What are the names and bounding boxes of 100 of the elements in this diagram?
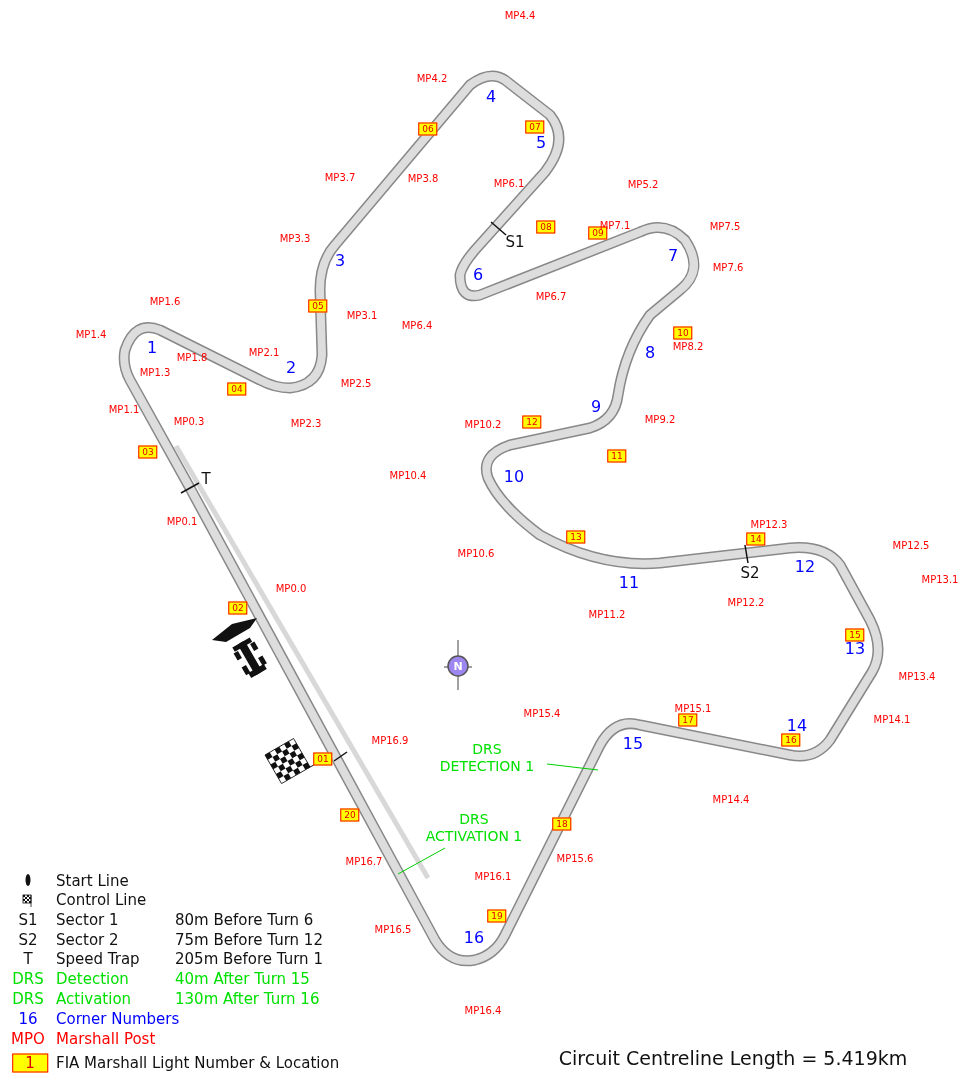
marshal-post-label: MP1.8	[176, 353, 208, 363]
legend-text: 75m Before Turn 12	[175, 932, 323, 948]
corner-number: 15	[622, 736, 644, 752]
marshal-light-tag: 11	[607, 449, 627, 463]
legend-text: Speed Trap	[56, 951, 140, 967]
timing-line-label: S2	[740, 565, 760, 581]
marshal-light-tag: 18	[552, 817, 572, 831]
marshal-post-label: MP8.2	[672, 342, 704, 352]
corner-number: 9	[590, 399, 602, 415]
marshal-post-label: MP3.7	[324, 173, 356, 183]
marshal-light-tag: 04	[227, 382, 247, 396]
corner-number: 2	[285, 360, 297, 376]
marshal-post-label: MP10.2	[464, 420, 502, 430]
marshal-post-label: MP10.4	[389, 471, 427, 481]
marshal-post-label: MP1.1	[108, 405, 140, 415]
marshal-light-tag: 20	[340, 808, 360, 822]
corner-number: 16	[463, 930, 485, 946]
corner-number: 7	[667, 248, 679, 264]
marshal-post-label: MP15.6	[556, 854, 594, 864]
marshal-light-tag: 07	[525, 120, 545, 134]
legend-text: Corner Numbers	[56, 1011, 180, 1027]
marshal-post-label: MP15.4	[523, 709, 561, 719]
corner-number: 10	[503, 469, 525, 485]
marshal-post-label: MP10.6	[457, 549, 495, 559]
marshal-post-label: MP7.5	[709, 222, 741, 232]
marshal-post-label: MP0.3	[173, 417, 205, 427]
corner-number: 6	[472, 267, 484, 283]
timing-line-label: S1	[505, 234, 525, 250]
marshal-light-tag: 10	[673, 326, 693, 340]
marshal-post-label: MP6.1	[493, 179, 525, 189]
drs-zone-label: DRS DETECTION 1	[427, 741, 547, 775]
marshal-post-label: MP13.1	[921, 575, 959, 585]
corner-number: 1	[146, 340, 158, 356]
marshal-light-tag: 05	[308, 299, 328, 313]
marshal-post-label: MP16.4	[464, 1006, 502, 1016]
corner-number: 11	[618, 575, 640, 591]
marshal-light-tag: 16	[781, 733, 801, 747]
marshal-post-label: MP2.5	[340, 379, 372, 389]
corner-number: 3	[334, 253, 346, 269]
marshal-light-tag: 08	[536, 220, 556, 234]
corner-number: 4	[485, 89, 497, 105]
marshal-light-tag: 01	[313, 752, 333, 766]
legend-symbol: 16	[18, 1011, 38, 1027]
legend-symbol: MPO	[11, 1031, 45, 1047]
marshal-post-label: MP2.1	[248, 348, 280, 358]
marshal-post-label: MP16.5	[374, 925, 412, 935]
marshal-post-label: MP12.3	[750, 520, 788, 530]
marshal-post-label: MP12.5	[892, 541, 930, 551]
marshal-light-tag: 02	[228, 601, 248, 615]
corner-number: 13	[844, 641, 866, 657]
marshal-light-tag: 19	[487, 909, 507, 923]
legend-text: 130m After Turn 16	[175, 991, 320, 1007]
legend-text: 40m After Turn 15	[175, 971, 310, 987]
corner-number: 14	[786, 718, 808, 734]
marshal-post-label: MP5.2	[627, 180, 659, 190]
legend-text: Marshall Post	[56, 1031, 156, 1047]
leader-line	[546, 763, 599, 771]
marshal-post-label: MP0.1	[166, 517, 198, 527]
legend-text: Sector 2	[56, 932, 119, 948]
legend-text: Detection	[56, 971, 129, 987]
legend-symbol: T	[23, 951, 33, 967]
marshal-post-label: MP2.3	[290, 419, 322, 429]
legend-text: 80m Before Turn 6	[175, 912, 314, 928]
marshal-post-label: MP1.4	[75, 330, 107, 340]
corner-number: 8	[644, 345, 656, 361]
legend-text: 205m Before Turn 1	[175, 951, 323, 967]
marshal-light-tag: 06	[418, 122, 438, 136]
corner-number: 5	[535, 135, 547, 151]
legend-text: Control Line	[56, 892, 147, 908]
marshal-post-label: MP16.9	[371, 736, 409, 746]
legend-text: FIA Marshall Light Number & Location	[56, 1055, 340, 1071]
marshal-post-label: MP3.8	[407, 174, 439, 184]
marshal-light-tag: 14	[746, 532, 766, 546]
leader-line	[397, 847, 446, 875]
marshal-post-label: MP14.1	[873, 715, 911, 725]
drs-zone-label: DRS ACTIVATION 1	[414, 811, 534, 845]
marshal-light-tag: 13	[566, 530, 586, 544]
marshal-post-label: MP15.1	[674, 704, 712, 714]
marshal-post-label: MP4.2	[416, 74, 448, 84]
marshal-post-label: MP16.7	[345, 857, 383, 867]
legend-symbol: S2	[18, 932, 38, 948]
timing-line-label: T	[201, 471, 211, 487]
compass-letter: N	[453, 660, 463, 672]
legend-symbol: DRS	[12, 971, 44, 987]
legend-symbol: S1	[18, 912, 38, 928]
marshal-light-tag: 12	[522, 415, 542, 429]
marshal-post-label: MP6.4	[401, 321, 433, 331]
marshal-light-tag: 17	[678, 713, 698, 727]
marshal-post-label: MP0.0	[275, 584, 307, 594]
marshal-post-label: MP4.4	[504, 11, 536, 21]
marshal-post-label: MP1.6	[149, 297, 181, 307]
marshal-post-label: MP14.4	[712, 795, 750, 805]
marshal-post-label: MP7.6	[712, 263, 744, 273]
marshal-post-label: MP13.4	[898, 672, 936, 682]
marshal-post-label: MP1.3	[139, 368, 171, 378]
legend-symbol: DRS	[12, 991, 44, 1007]
circuit-length-note: Circuit Centreline Length = 5.419km	[558, 1048, 908, 1068]
marshal-light-tag: 1	[12, 1053, 48, 1073]
marshal-post-label: MP6.7	[535, 292, 567, 302]
marshal-post-label: MP12.2	[727, 598, 765, 608]
